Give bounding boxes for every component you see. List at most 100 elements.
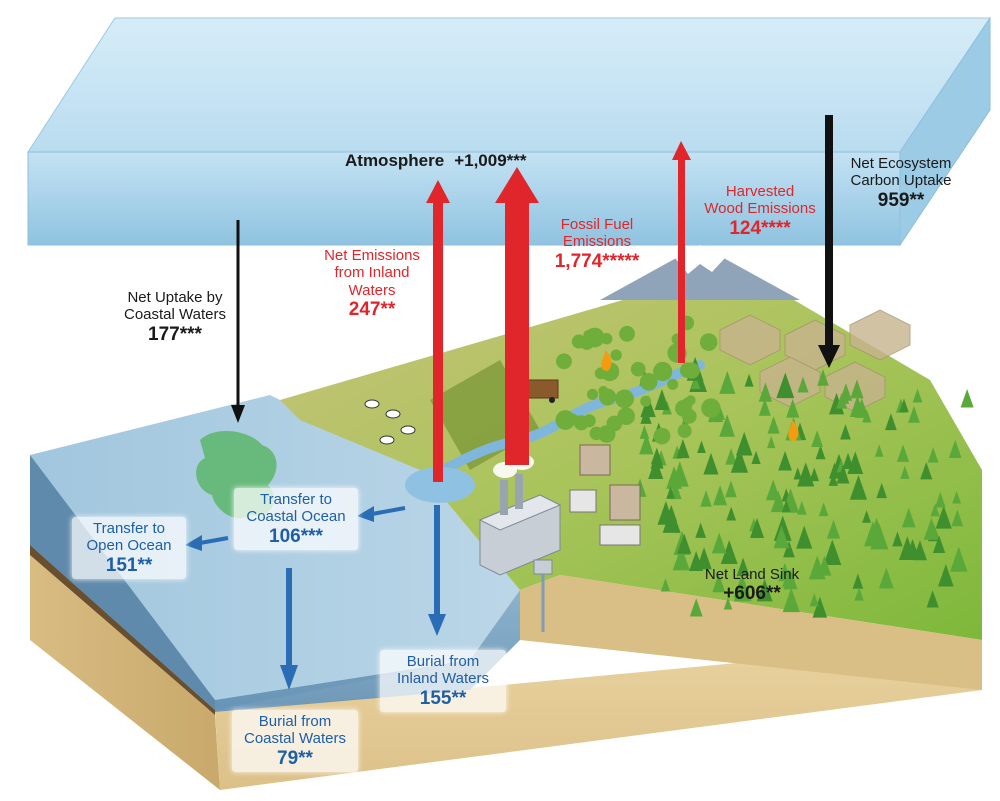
tree [719,370,736,394]
tree [756,578,773,602]
tree [812,596,828,618]
tree [781,499,791,512]
tree [836,393,848,409]
label-burial-coastal: Burial from Coastal Waters 79** [232,710,358,773]
tree [598,388,617,406]
tree [723,597,733,610]
tree [836,465,850,484]
tree [898,536,916,561]
tree [703,452,719,475]
tree [840,424,851,440]
tree [826,519,841,539]
arrow-fossil-fuel [495,167,539,465]
tree [885,413,897,431]
tree [923,517,940,540]
tree [701,398,721,418]
tree [758,398,771,416]
tree [720,539,738,564]
arrow-transfer-coastal-ocean [357,506,406,522]
tree [597,425,616,443]
tree [660,578,671,592]
tree [849,395,865,417]
tree [892,531,903,547]
tree [874,444,884,457]
tree [828,472,838,486]
tree [725,448,737,465]
tree [778,450,792,471]
city-blocks [569,444,641,546]
tree [937,564,954,587]
tree [639,373,658,391]
arrow-burial-coastal [280,568,298,690]
tree [908,405,920,423]
tree [896,444,910,462]
label-fossil-fuel: Fossil Fuel Emissions 1,774***** [554,216,640,272]
tree [932,535,946,554]
tree [776,372,795,399]
tree [876,482,888,499]
tree [782,587,800,613]
tree [654,389,670,410]
tree [751,450,761,465]
tree [951,509,964,527]
tree [735,431,753,456]
tree [950,546,968,572]
tree [695,522,707,538]
tree [736,557,750,577]
tree [783,540,795,558]
tree [793,467,802,480]
tree [639,433,654,455]
tree [666,486,675,499]
tree [817,369,829,386]
mountain [600,245,800,300]
tree [870,523,889,550]
tree [555,410,576,430]
tree [619,325,635,342]
tree [773,515,792,541]
atmosphere-name: Atmosphere [345,151,445,170]
tree [675,399,692,417]
label-net-land-sink: Net Land Sink +606** [704,566,800,605]
tree [730,448,749,473]
tree [912,388,923,403]
tree [765,479,781,501]
tree [653,427,671,445]
tree [556,353,572,370]
tree [818,502,829,517]
tree [689,598,703,617]
livestock [364,399,416,445]
tree [811,430,824,447]
label-burial-inland: Burial from Inland Waters 155** [380,650,506,713]
tree [615,389,634,409]
tree [770,490,786,513]
tree [809,467,820,482]
tree [786,398,800,418]
tree [829,392,845,415]
tree [711,532,727,554]
tree [594,367,607,380]
tree [899,398,909,413]
tree [797,500,807,515]
tree [878,567,894,589]
tree [700,490,712,507]
tree [712,573,726,593]
tree [960,388,974,408]
tree [662,507,681,533]
tree [809,593,819,607]
tree [750,517,765,538]
tree [930,503,940,517]
tree [697,440,706,453]
tree [583,329,594,341]
tree [927,447,939,463]
tree [677,423,692,438]
tree [640,407,652,424]
tree [797,462,815,487]
tree [935,505,952,529]
arrow-net-uptake-coastal [231,220,245,423]
arrow-burial-inland [428,505,446,636]
tree [850,379,864,399]
tree [676,439,690,459]
tree [862,409,872,423]
tree [719,414,735,437]
tree [713,485,728,506]
